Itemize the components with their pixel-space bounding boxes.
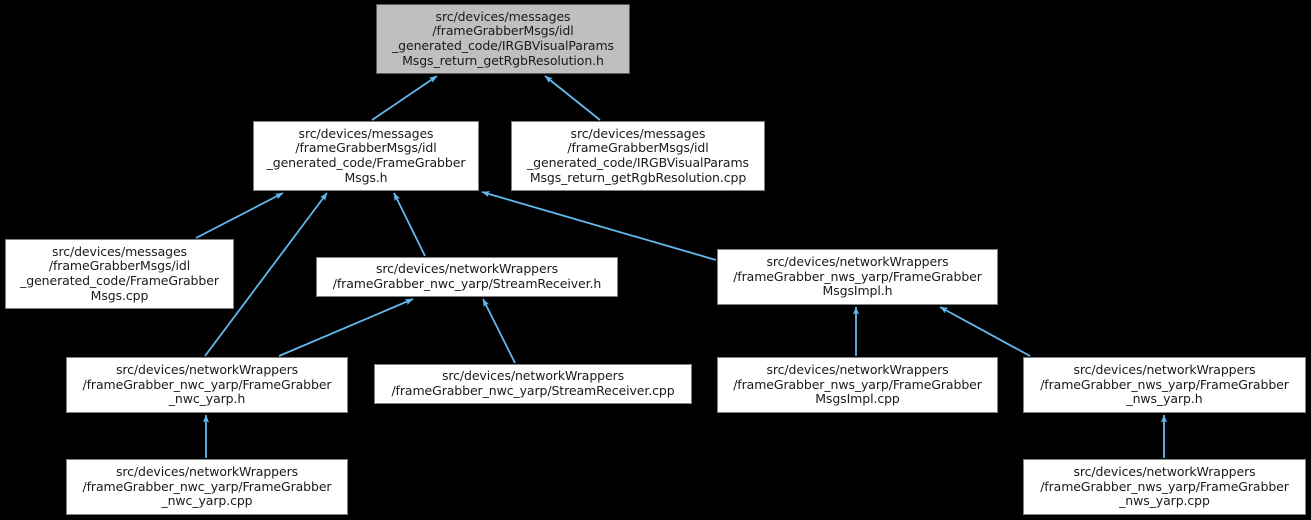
graph-node-label: src/devices/messages /frameGrabberMsgs/i…: [392, 8, 614, 68]
graph-node-root[interactable]: src/devices/messages /frameGrabberMsgs/i…: [376, 4, 630, 74]
graph-edge-msgsimpl_h-to-fgmsgs_h: [481, 191, 717, 261]
graph-node-streamrecv_cpp[interactable]: src/devices/networkWrappers /frameGrabbe…: [374, 364, 692, 404]
graph-node-label: src/devices/messages /frameGrabberMsgs/i…: [527, 125, 749, 185]
graph-node-label: src/devices/messages /frameGrabberMsgs/i…: [20, 243, 219, 303]
graph-edge-streamrecv_cpp-to-streamrecv_h: [482, 298, 516, 364]
graph-edge-irgb_cpp-to-root: [544, 75, 601, 121]
graph-node-label: src/devices/networkWrappers /frameGrabbe…: [1040, 362, 1289, 407]
graph-node-streamrecv_h[interactable]: src/devices/networkWrappers /frameGrabbe…: [316, 257, 618, 297]
graph-node-nws_yarp_cpp[interactable]: src/devices/networkWrappers /frameGrabbe…: [1023, 459, 1306, 515]
graph-node-label: src/devices/networkWrappers /frameGrabbe…: [82, 362, 332, 407]
graph-edge-nwc_yarp_h-to-streamrecv_h: [278, 298, 414, 357]
graph-edge-fgmsgs_h-to-root: [371, 75, 438, 121]
graph-node-label: src/devices/networkWrappers /frameGrabbe…: [733, 362, 982, 407]
graph-node-msgsimpl_cpp[interactable]: src/devices/networkWrappers /frameGrabbe…: [717, 357, 998, 413]
graph-node-label: src/devices/networkWrappers /frameGrabbe…: [391, 368, 675, 398]
graph-node-fgmsgs_h[interactable]: src/devices/messages /frameGrabberMsgs/i…: [253, 121, 479, 191]
graph-node-nws_yarp_h[interactable]: src/devices/networkWrappers /frameGrabbe…: [1023, 357, 1306, 413]
graph-node-label: src/devices/networkWrappers /frameGrabbe…: [1040, 464, 1289, 509]
graph-node-fgmsgs_cpp[interactable]: src/devices/messages /frameGrabberMsgs/i…: [5, 239, 234, 309]
graph-node-label: src/devices/networkWrappers /frameGrabbe…: [733, 254, 982, 299]
graph-node-irgb_cpp[interactable]: src/devices/messages /frameGrabberMsgs/i…: [511, 121, 765, 191]
graph-node-label: src/devices/networkWrappers /frameGrabbe…: [332, 261, 602, 291]
graph-node-label: src/devices/networkWrappers /frameGrabbe…: [82, 464, 332, 509]
graph-edge-streamrecv_h-to-fgmsgs_h: [393, 192, 426, 257]
graph-node-nwc_yarp_h[interactable]: src/devices/networkWrappers /frameGrabbe…: [66, 357, 348, 413]
graph-edge-nws_yarp_h-to-msgsimpl_h: [939, 306, 1031, 357]
graph-node-nwc_yarp_cpp[interactable]: src/devices/networkWrappers /frameGrabbe…: [66, 459, 348, 515]
graph-node-msgsimpl_h[interactable]: src/devices/networkWrappers /frameGrabbe…: [717, 249, 998, 305]
graph-node-label: src/devices/messages /frameGrabberMsgs/i…: [266, 125, 466, 185]
graph-edge-fgmsgs_cpp-to-fgmsgs_h: [195, 192, 284, 239]
